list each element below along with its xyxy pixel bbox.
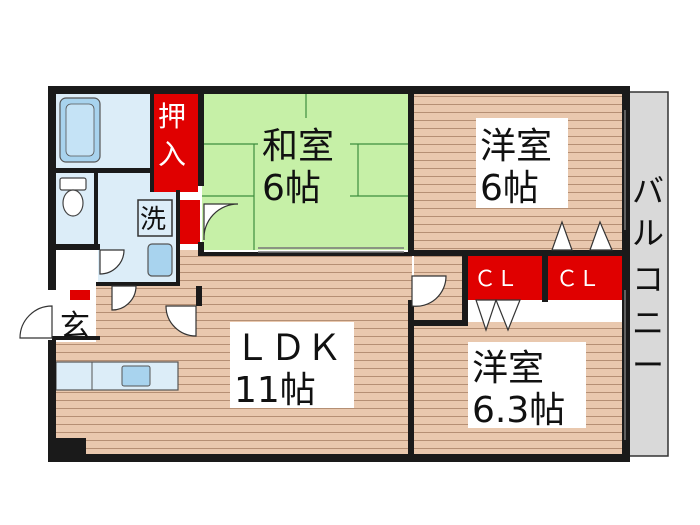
balcony-char-5: ー [632,346,664,384]
oshiire-storage-lower [178,200,200,244]
balcony-char-1: バ [632,172,664,210]
ldk-size: 11帖 [234,370,316,411]
kitchen-sink [121,365,151,387]
yoshitsu-north-label-bg [476,118,568,208]
balcony-char-2: ル [632,214,664,252]
door-swings [19,203,613,339]
ldk-label-bg [230,322,354,408]
washitsu-label-bg [258,118,350,208]
genkan-shoe-box [70,290,90,300]
yoshitsu-south-size: 6.3帖 [472,390,565,431]
kitchen-counter [55,361,179,391]
washer-space [137,199,173,237]
balcony-floor [627,91,669,457]
balcony-char-4: ニ [632,304,664,342]
sentaku-label: 洗 [140,205,166,235]
yoshitsu-south-label-bg [468,342,586,428]
window-lines [258,110,626,440]
walls [48,86,630,462]
closet-left-label: ＣＬ [474,267,518,292]
yoshitsu-north-name: 洋室 [480,126,552,167]
ldk-floor-west [56,340,202,456]
oshiire-label-1: 押 [158,100,186,133]
washitsu-size: 6帖 [262,168,321,209]
corridor-floor [176,250,204,290]
closet-right [548,254,624,300]
closet-right-label: ＣＬ [556,267,600,292]
washbasin [147,243,173,277]
oshiire-storage [152,92,198,192]
ldk-name: ＬＤＫ [234,328,342,369]
yoshitsu-north-size: 6帖 [480,168,539,209]
balcony-char-3: コ [632,260,664,298]
yoshitsu-south-name: 洋室 [472,348,544,389]
toilet-icon [59,177,87,217]
washitsu-name: 和室 [262,126,334,167]
bathtub-inner [65,103,95,157]
genkan-label: 玄 [60,309,90,344]
oshiire-label-2: 入 [158,138,186,171]
closet-left [466,254,542,300]
